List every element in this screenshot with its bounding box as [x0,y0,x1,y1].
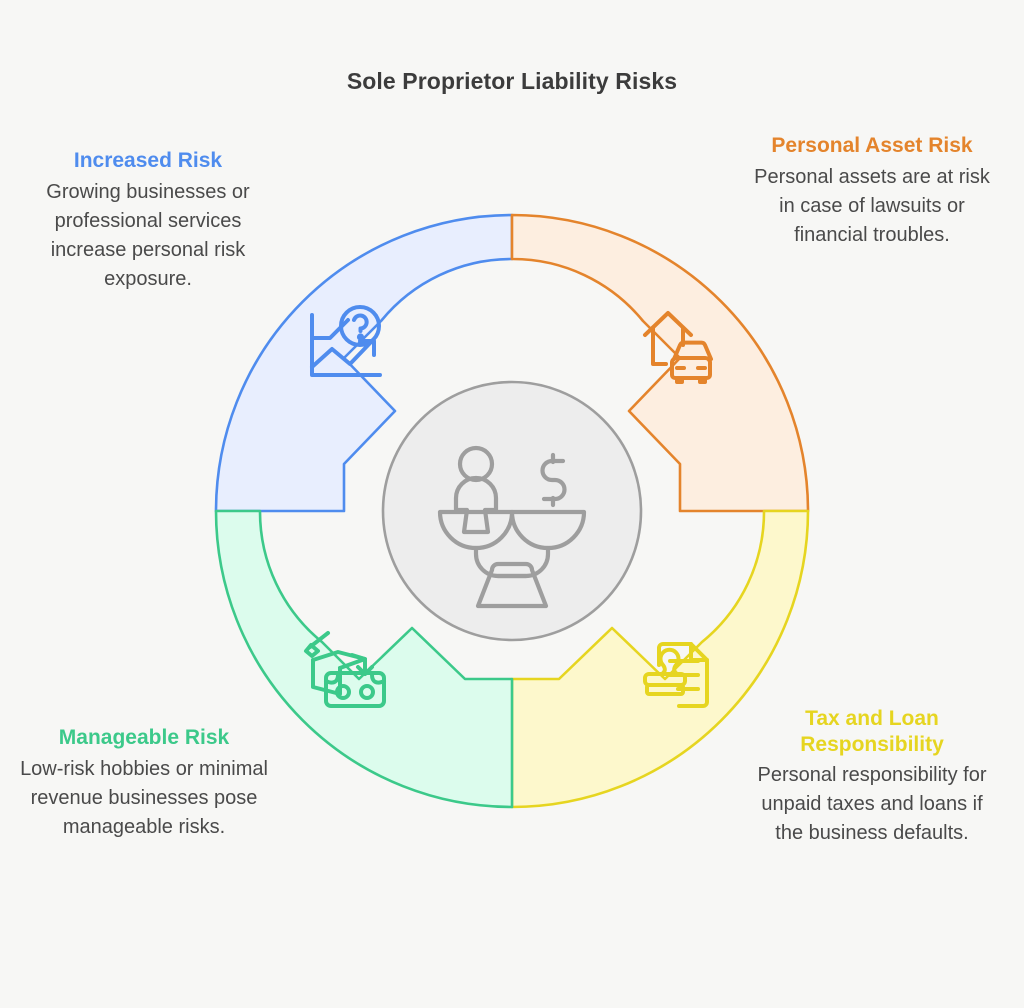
center-hub [381,380,643,642]
panel-personal-asset-risk-body: Personal assets are at risk in case of l… [754,165,990,246]
panel-manageable-risk[interactable]: Manageable Risk Low-risk hobbies or mini… [20,725,268,842]
stamped-document-icon [643,642,709,708]
segment-increased-risk[interactable] [214,213,514,513]
panel-personal-asset-risk[interactable]: Personal Asset Risk Personal assets are … [748,133,996,250]
segment-manageable-risk-shape [214,509,514,809]
balance-scale-person-dollar-icon [437,445,587,609]
panel-personal-asset-risk-heading: Personal Asset Risk [771,134,973,157]
panel-tax-and-loan-responsibility-body: Personal responsibility for unpaid taxes… [757,764,987,845]
panel-tax-and-loan-responsibility[interactable]: Tax and Loan Responsibility Personal res… [748,706,996,848]
segment-tax-and-loan-responsibility-shape [510,509,810,809]
panel-increased-risk-heading: Increased Risk [73,149,223,172]
panel-manageable-risk-body: Low-risk hobbies or minimal revenue busi… [20,757,268,838]
panel-tax-and-loan-responsibility-heading: Tax and Loan Responsibility [800,707,944,756]
segment-personal-asset-risk[interactable] [510,213,810,513]
segment-tax-and-loan-responsibility[interactable] [510,509,810,809]
segment-increased-risk-shape [214,213,514,513]
page-title: Sole Proprietor Liability Risks [346,68,678,94]
segment-personal-asset-risk-shape [510,213,810,513]
panel-manageable-risk-heading: Manageable Risk [58,726,230,749]
panel-increased-risk-body: Growing businesses or professional servi… [46,180,250,290]
line-chart-question-icon [310,305,382,377]
house-car-icon [643,311,713,384]
craft-box-goggles-icon [304,631,386,708]
panel-increased-risk[interactable]: Increased Risk Growing businesses or pro… [24,148,272,294]
segment-manageable-risk[interactable] [214,509,514,809]
